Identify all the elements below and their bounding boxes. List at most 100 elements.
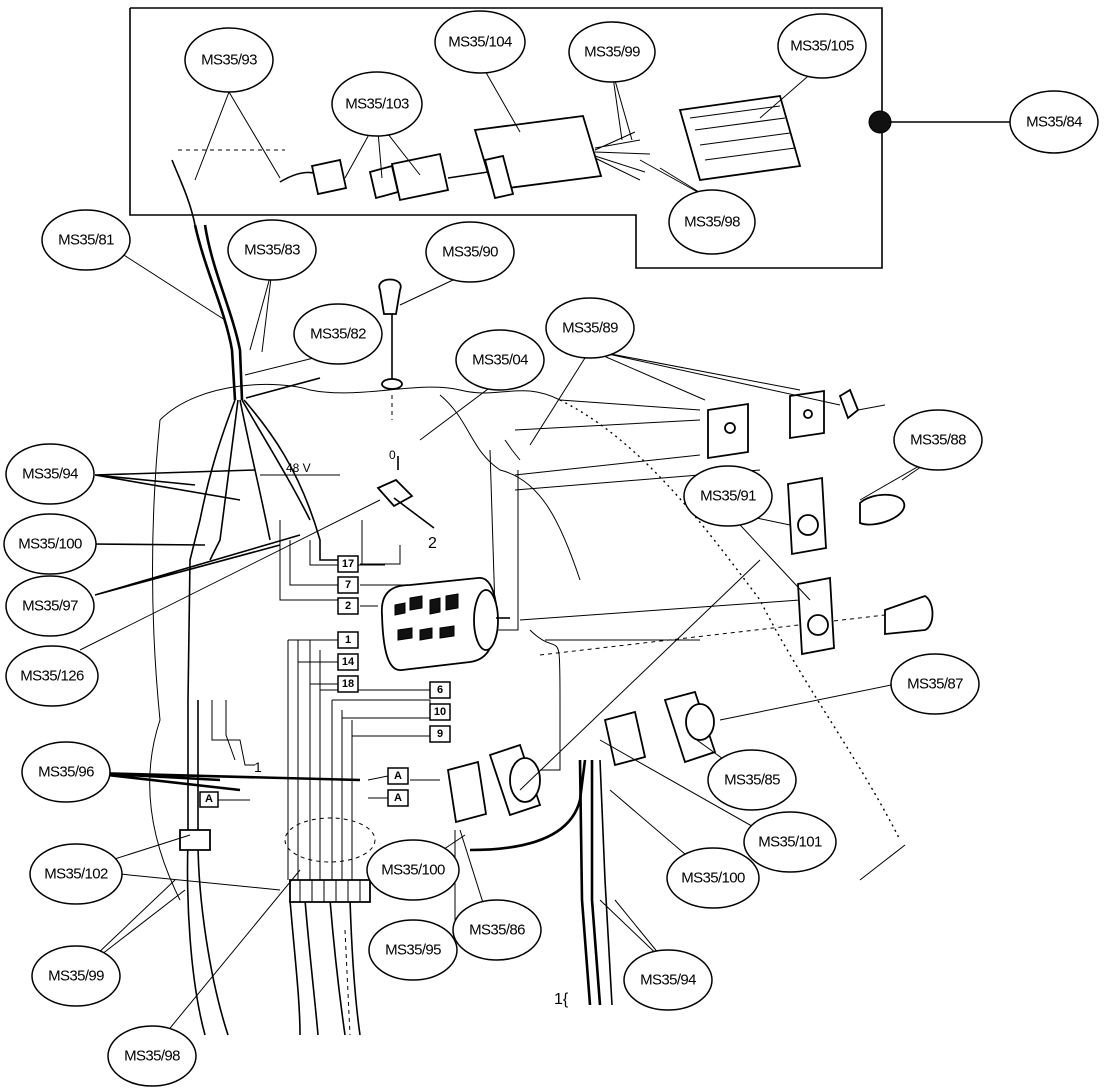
svg-text:MS35/90: MS35/90 xyxy=(442,244,498,261)
svg-text:MS35/95: MS35/95 xyxy=(385,942,441,959)
svg-text:7: 7 xyxy=(345,579,351,591)
callout-ms35-94-left: MS35/94 xyxy=(5,443,95,505)
callout-ms35-81: MS35/81 xyxy=(41,209,131,271)
callout-ms35-105: MS35/105 xyxy=(777,13,867,79)
inset-frame xyxy=(129,7,1012,269)
terminal-14: 14 xyxy=(337,653,359,671)
terminal-a-left: A xyxy=(199,791,219,808)
svg-text:MS35/86: MS35/86 xyxy=(469,922,525,939)
svg-text:MS35/91: MS35/91 xyxy=(700,488,756,505)
inset-cable-assembly xyxy=(171,95,802,226)
svg-text:17: 17 xyxy=(342,558,354,570)
svg-text:A: A xyxy=(205,793,213,805)
svg-text:MS35/81: MS35/81 xyxy=(58,232,114,249)
svg-text:MS35/83: MS35/83 xyxy=(244,242,300,259)
svg-text:MS35/89: MS35/89 xyxy=(562,320,618,337)
callout-ms35-101: MS35/101 xyxy=(743,811,837,873)
svg-text:MS35/100: MS35/100 xyxy=(381,862,445,879)
svg-text:MS35/105: MS35/105 xyxy=(790,38,854,55)
terminal-2: 2 xyxy=(337,597,359,615)
terminal-6: 6 xyxy=(429,681,451,699)
callout-ms35-97: MS35/97 xyxy=(5,575,95,637)
svg-text:MS35/100: MS35/100 xyxy=(681,870,745,887)
svg-text:1: 1 xyxy=(345,634,351,646)
callout-ms35-83: MS35/83 xyxy=(227,219,317,281)
callout-ms35-87: MS35/87 xyxy=(890,653,980,715)
callout-ms35-102: MS35/102 xyxy=(29,843,123,905)
callout-ms35-98-top: MS35/98 xyxy=(668,189,756,255)
svg-text:MS35/99: MS35/99 xyxy=(584,44,640,61)
callout-ms35-89: MS35/89 xyxy=(545,297,635,359)
svg-text:A: A xyxy=(394,792,402,804)
callout-ms35-93: MS35/93 xyxy=(184,27,274,93)
rotary-switch xyxy=(340,278,435,566)
svg-text:2: 2 xyxy=(345,600,351,612)
svg-text:MS35/126: MS35/126 xyxy=(20,668,84,685)
callout-ms35-100-mid: MS35/100 xyxy=(366,839,460,901)
callout-ms35-103: MS35/103 xyxy=(331,71,423,137)
svg-text:MS35/04: MS35/04 xyxy=(472,352,528,369)
callout-ms35-95: MS35/95 xyxy=(368,919,458,981)
callout-ms35-100-left: MS35/100 xyxy=(3,513,97,575)
svg-text:MS35/85: MS35/85 xyxy=(724,772,780,789)
svg-text:MS35/97: MS35/97 xyxy=(22,598,78,615)
terminal-1: 1 xyxy=(337,631,359,649)
callout-ms35-04: MS35/04 xyxy=(455,329,545,391)
harness-wires xyxy=(149,224,906,1036)
callout-ms35-84: MS35/84 xyxy=(1009,90,1099,154)
callout-ms35-100-right: MS35/100 xyxy=(666,847,760,909)
svg-text:9: 9 xyxy=(437,728,443,740)
svg-text:6: 6 xyxy=(437,684,443,696)
callout-ms35-99-top: MS35/99 xyxy=(568,21,656,83)
svg-text:MS35/94: MS35/94 xyxy=(640,972,696,989)
svg-text:MS35/98: MS35/98 xyxy=(124,1048,180,1065)
terminal-a-lower: A xyxy=(387,789,409,807)
terminal-10: 10 xyxy=(429,703,451,721)
callout-ms35-98-bottom: MS35/98 xyxy=(107,1025,197,1087)
svg-text:MS35/99: MS35/99 xyxy=(48,968,104,985)
terminal-18: 18 xyxy=(337,675,359,693)
callout-ms35-85: MS35/85 xyxy=(707,749,797,811)
svg-text:18: 18 xyxy=(342,678,354,690)
svg-text:MS35/100: MS35/100 xyxy=(18,536,82,553)
callout-ms35-90: MS35/90 xyxy=(425,221,515,283)
terminal-boxes: 17 7 2 1 14 18 6 10 9 A A A xyxy=(199,545,451,808)
switch-position-2: 2 xyxy=(428,535,437,552)
svg-text:MS35/102: MS35/102 xyxy=(44,866,108,883)
callout-ms35-104: MS35/104 xyxy=(434,10,526,74)
callout-ms35-82: MS35/82 xyxy=(293,303,383,365)
svg-text:MS35/84: MS35/84 xyxy=(1026,114,1082,131)
callout-ms35-86: MS35/86 xyxy=(452,899,542,961)
terminal-17: 17 xyxy=(337,555,359,573)
svg-text:MS35/104: MS35/104 xyxy=(448,34,512,51)
terminal-9: 9 xyxy=(429,725,451,743)
svg-text:MS35/88: MS35/88 xyxy=(910,432,966,449)
callout-ms35-88: MS35/88 xyxy=(893,409,983,471)
annotations: 48 V 0 2 1 1{ xyxy=(254,448,569,1008)
svg-text:MS35/82: MS35/82 xyxy=(310,326,366,343)
svg-text:MS35/96: MS35/96 xyxy=(38,764,94,781)
wire-marker-1-brace: 1{ xyxy=(554,991,569,1008)
svg-text:MS35/101: MS35/101 xyxy=(758,834,822,851)
svg-text:MS35/98: MS35/98 xyxy=(684,214,740,231)
switch-position-0: 0 xyxy=(389,448,396,462)
callout-ms35-96: MS35/96 xyxy=(21,741,111,803)
voltage-label: 48 V xyxy=(286,461,311,475)
motor xyxy=(381,577,510,671)
svg-text:MS35/103: MS35/103 xyxy=(345,96,409,113)
svg-text:10: 10 xyxy=(434,706,446,718)
callout-ms35-99-bottom: MS35/99 xyxy=(31,945,121,1007)
svg-text:A: A xyxy=(394,770,402,782)
callout-ms35-94-bottom: MS35/94 xyxy=(623,949,713,1011)
svg-text:MS35/94: MS35/94 xyxy=(22,466,78,483)
wire-marker-1: 1 xyxy=(254,759,262,775)
svg-text:14: 14 xyxy=(342,656,355,668)
callout-ms35-91: MS35/91 xyxy=(683,465,773,527)
svg-text:MS35/93: MS35/93 xyxy=(201,52,257,69)
callout-ms35-126: MS35/126 xyxy=(5,645,99,707)
plate-switches xyxy=(179,388,934,903)
svg-text:MS35/87: MS35/87 xyxy=(907,676,963,693)
terminal-a-upper: A xyxy=(387,767,409,785)
terminal-7: 7 xyxy=(337,576,359,594)
